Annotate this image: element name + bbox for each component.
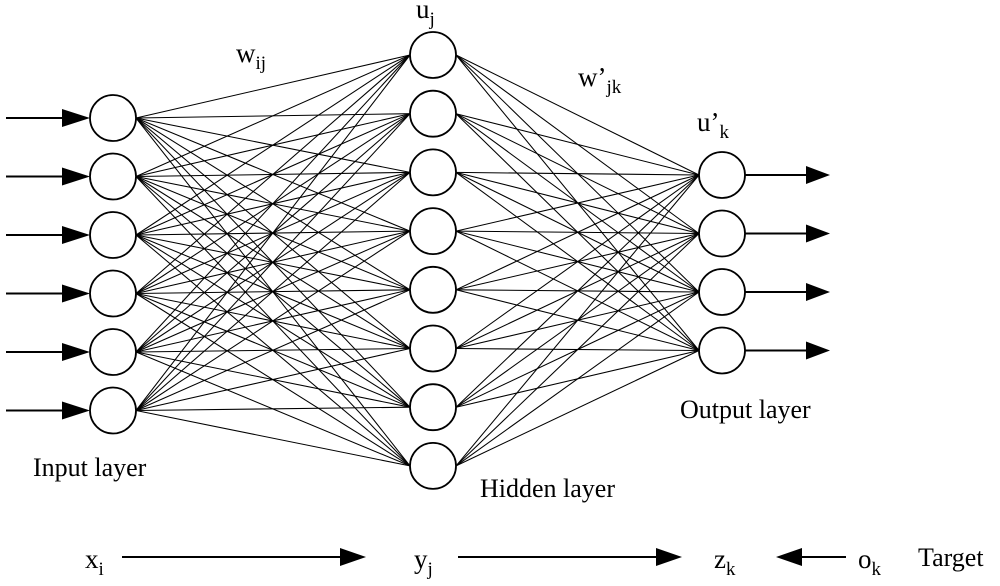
input-signal-label: xi — [85, 544, 104, 580]
input-neuron-5 — [89, 328, 137, 376]
io-arrows — [6, 109, 830, 420]
weight-edge-input-6-hidden-7 — [135, 406, 411, 412]
hidden-layer-label: Hidden layer — [480, 474, 615, 503]
input-arrow-1 — [6, 109, 90, 127]
weight-edge-hidden-7-output-1 — [455, 174, 700, 408]
output-signal-label: zk — [714, 544, 736, 580]
target-label: Target — [918, 543, 984, 572]
weight-edge-input-6-hidden-6 — [135, 347, 411, 412]
weight-edge-hidden-3-output-1 — [455, 171, 700, 176]
hidden-neuron-5 — [409, 265, 457, 314]
output-neuron-4 — [698, 326, 746, 375]
weight-edge-input-4-hidden-1 — [135, 54, 411, 294]
input-arrow-4 — [6, 284, 90, 303]
hidden-unit-label: uj — [416, 0, 435, 30]
weight-edge-hidden-8-output-4 — [455, 350, 700, 467]
weight-label-input-hidden: wij — [236, 38, 266, 74]
flow-arrow-y-to-z — [458, 548, 682, 566]
hidden-neuron-7 — [409, 383, 457, 432]
weight-edge-input-6-hidden-5 — [135, 289, 411, 411]
weight-edge-input-2-hidden-1 — [135, 54, 411, 177]
weight-edge-input-6-hidden-1 — [135, 54, 411, 411]
weight-edge-hidden-8-output-1 — [455, 174, 700, 467]
input-arrow-3 — [6, 226, 90, 244]
output-neuron-3 — [698, 268, 746, 316]
weight-edge-input-6-hidden-8 — [135, 409, 411, 467]
output-arrow-2 — [745, 224, 830, 243]
hidden-neuron-8 — [409, 441, 457, 490]
hidden-neuron-6 — [409, 324, 457, 373]
hidden-neuron-2 — [409, 89, 457, 138]
weight-edge-hidden-8-output-2 — [455, 233, 700, 467]
output-arrow-1 — [745, 166, 830, 184]
weight-edge-input-3-hidden-1 — [135, 54, 411, 236]
weight-edge-input-6-hidden-3 — [135, 172, 411, 411]
weight-edge-input-5-hidden-1 — [135, 54, 411, 353]
connection-lines — [135, 54, 700, 467]
weight-label-hidden-output: w’jk — [578, 62, 622, 98]
input-layer-label: Input layer — [33, 453, 147, 482]
output-neuron-1 — [698, 151, 746, 199]
hidden-signal-label: yj — [414, 544, 433, 580]
weight-edge-hidden-6-output-1 — [455, 174, 700, 349]
flow-arrow-x-to-y — [122, 548, 366, 566]
hidden-neuron-3 — [409, 148, 457, 197]
weight-edge-hidden-8-output-3 — [455, 291, 700, 467]
input-neuron-1 — [89, 94, 137, 142]
weight-edge-hidden-1-output-1 — [455, 54, 700, 176]
flow-arrow-target-to-z — [776, 548, 846, 566]
weight-edge-input-6-hidden-2 — [135, 113, 411, 411]
input-arrow-2 — [6, 167, 90, 186]
output-layer-label: Output layer — [680, 395, 811, 424]
neuron-nodes — [89, 31, 746, 490]
weight-edge-hidden-4-output-1 — [455, 174, 700, 232]
input-neuron-4 — [89, 269, 137, 318]
weight-edge-hidden-2-output-1 — [455, 113, 700, 176]
target-signal-label: ok — [858, 544, 882, 580]
output-unit-label: u’k — [697, 107, 730, 143]
hidden-neuron-1 — [409, 31, 457, 79]
output-arrow-3 — [745, 283, 830, 301]
weight-edge-input-1-hidden-1 — [135, 54, 411, 119]
output-neuron-2 — [698, 209, 746, 258]
output-arrow-4 — [745, 341, 830, 360]
input-arrow-6 — [6, 401, 90, 420]
input-arrow-5 — [6, 343, 90, 361]
weight-edge-hidden-5-output-1 — [455, 174, 700, 291]
input-neuron-6 — [89, 386, 137, 435]
weight-edge-input-6-hidden-4 — [135, 230, 411, 411]
hidden-neuron-4 — [409, 207, 457, 256]
input-neuron-3 — [89, 211, 137, 259]
input-neuron-2 — [89, 152, 137, 201]
